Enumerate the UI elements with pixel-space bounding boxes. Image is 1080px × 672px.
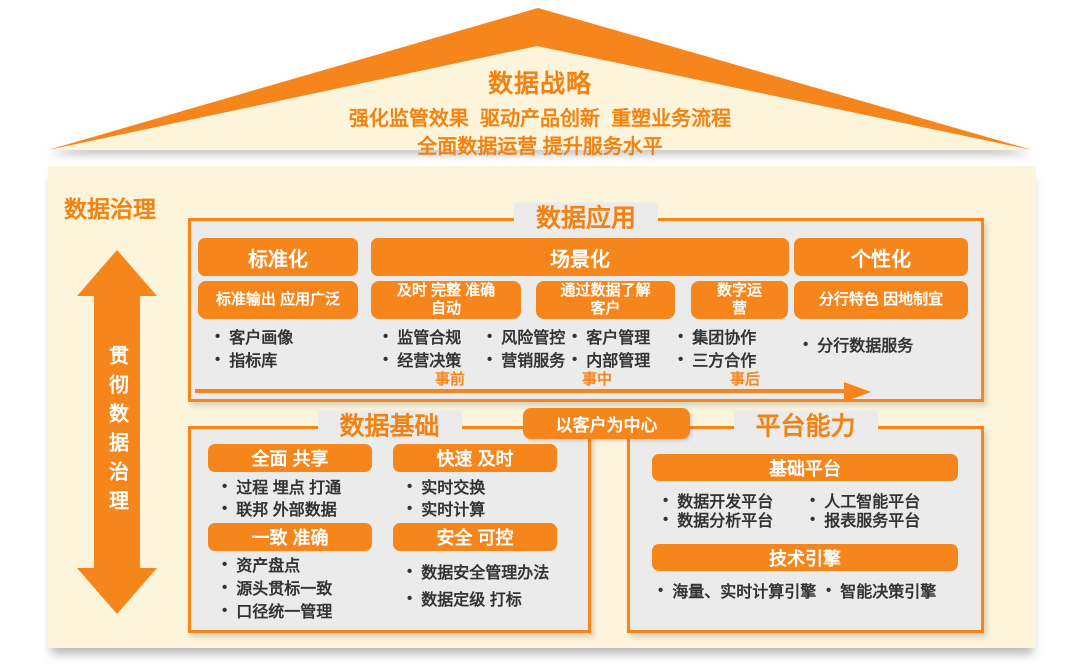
timeline-arrowhead-icon	[844, 382, 871, 402]
arrow-shaft	[94, 295, 140, 569]
list-item: 监管合规	[383, 325, 461, 347]
scenario-chip-3: 数字运 营	[691, 281, 788, 319]
list-item: 过程 埋点 打通	[222, 475, 341, 497]
list-item: 报表服务平台	[810, 508, 920, 530]
list-item: 风险管控	[487, 325, 565, 347]
list-item: 智能决策引擎	[826, 579, 936, 601]
foundation-section-title: 数据基础	[317, 410, 462, 443]
roof-band	[48, 8, 1032, 150]
timeline-arrow-line	[195, 389, 845, 393]
platform-section: 平台能力 基础平台 数据开发平台 数据分析平台 人工智能平台 报表服务平台 技术…	[627, 410, 984, 633]
roof-subtitle-line1: 强化监管效果 驱动产品创新 重塑业务流程	[348, 108, 732, 130]
roof-subtitle-line2: 全面数据运营 提升服务水平	[417, 136, 663, 158]
list-item: 集团协作	[678, 325, 756, 347]
list-item: 三方合作	[678, 348, 756, 370]
roof-title: 数据战略	[487, 70, 592, 98]
list-item: 经营决策	[383, 348, 461, 370]
list-item: 数据定级 打标	[407, 587, 521, 609]
foundation-header-comprehensive: 全面 共享	[208, 444, 372, 472]
list-item: 资产盘点	[222, 553, 300, 575]
arrow-up-icon	[77, 250, 157, 296]
list-item: 源头贯标一致	[222, 576, 332, 598]
foundation-section: 数据基础 全面 共享 快速 及时 过程 埋点 打通 联邦 外部数据 实时交换 实…	[188, 410, 591, 633]
application-section-title: 数据应用	[513, 202, 659, 235]
list-item: 实时计算	[407, 497, 485, 519]
timeline-label-during: 事中	[581, 371, 613, 388]
scenario-chip-1: 及时 完整 准确 自动	[371, 281, 521, 319]
scenario-chip-2: 通过数据了解 客户	[536, 281, 675, 319]
list-item: 营销服务	[487, 348, 565, 370]
list-item: 数据分析平台	[663, 508, 773, 530]
timeline-label-before: 事前	[434, 371, 466, 388]
platform-engine-header: 技术引擎	[652, 544, 958, 571]
platform-section-title: 平台能力	[733, 410, 878, 443]
list-item: 数据安全管理办法	[407, 560, 549, 582]
list-item: 内部管理	[572, 348, 650, 370]
scenario-header: 场景化	[371, 238, 789, 276]
list-item: 实时交换	[407, 475, 485, 497]
list-item: 分行数据服务	[803, 333, 913, 355]
foundation-header-consistent: 一致 准确	[208, 523, 372, 551]
governance-arrow-label: 贯彻数据治理	[105, 345, 128, 519]
list-item: 客户画像	[215, 325, 293, 347]
application-section: 数据应用 标准化 场景化 个性化 标准输出 应用广泛 及时 完整 准确 自动 通…	[188, 202, 984, 402]
customer-centric-badge: 以客户为中心	[523, 408, 690, 439]
standard-chip: 标准输出 应用广泛	[198, 281, 358, 319]
list-item: 海量、实时计算引擎	[658, 579, 816, 601]
timeline-label-after: 事后	[729, 371, 761, 388]
roof-inner-triangle	[48, 46, 1032, 150]
personal-header: 个性化	[794, 238, 968, 276]
list-item: 指标库	[215, 348, 277, 370]
governance-double-arrow: 贯彻数据治理	[77, 250, 157, 614]
governance-title: 数据治理	[64, 196, 156, 222]
personal-chip: 分行特色 因地制宜	[794, 281, 968, 319]
foundation-header-fast: 快速 及时	[393, 444, 557, 472]
platform-base-header: 基础平台	[652, 454, 958, 481]
foundation-header-secure: 安全 可控	[393, 523, 557, 551]
list-item: 口径统一管理	[222, 599, 332, 621]
arrow-down-icon	[77, 568, 157, 614]
standard-header: 标准化	[198, 238, 358, 276]
list-item: 客户管理	[572, 325, 650, 347]
roof-shape	[48, 8, 1032, 150]
list-item: 联邦 外部数据	[222, 497, 336, 519]
